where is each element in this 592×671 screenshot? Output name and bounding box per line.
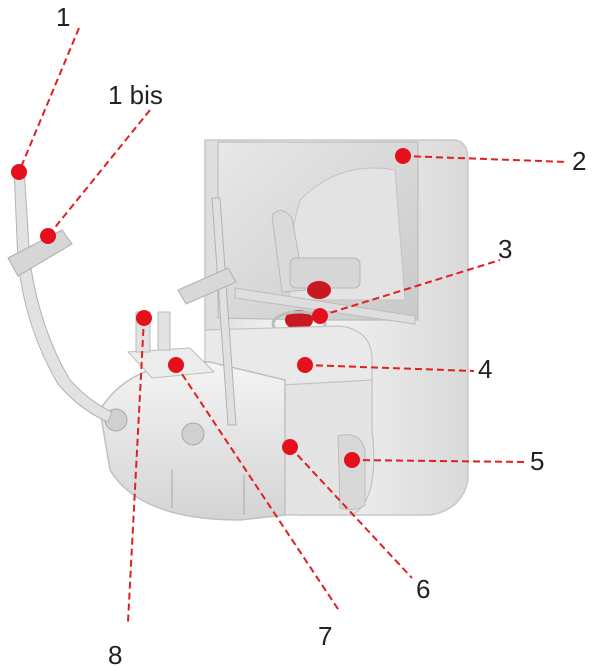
callout-label-7: 7	[318, 621, 332, 651]
callout-dot-2	[395, 148, 411, 164]
callout-dot-1bis	[40, 228, 56, 244]
device-illustration	[8, 140, 468, 520]
callout-dot-7	[168, 357, 184, 373]
callout-dot-1	[11, 164, 27, 180]
callout-dot-4	[297, 357, 313, 373]
callout-dot-8	[136, 310, 152, 326]
side-handle	[338, 435, 365, 510]
callout-label-4: 4	[478, 354, 492, 384]
callout-dot-6	[282, 439, 298, 455]
chin-rest-post-2	[158, 312, 170, 350]
callout-label-5: 5	[530, 446, 544, 476]
callout-label-1: 1	[56, 2, 70, 32]
callout-dot-5	[344, 452, 360, 468]
callout-label-8: 8	[108, 640, 122, 670]
callout-label-1bis: 1 bis	[108, 80, 163, 110]
base-knob-right	[182, 423, 204, 445]
callout-line-1	[19, 28, 79, 172]
callout-dot-3	[312, 308, 328, 324]
callout-label-3: 3	[498, 234, 512, 264]
temple-rod-left	[14, 168, 112, 422]
callout-label-6: 6	[416, 574, 430, 604]
callout-label-2: 2	[572, 146, 586, 176]
knob-upper	[307, 281, 331, 299]
callout-line-1bis	[48, 110, 150, 236]
